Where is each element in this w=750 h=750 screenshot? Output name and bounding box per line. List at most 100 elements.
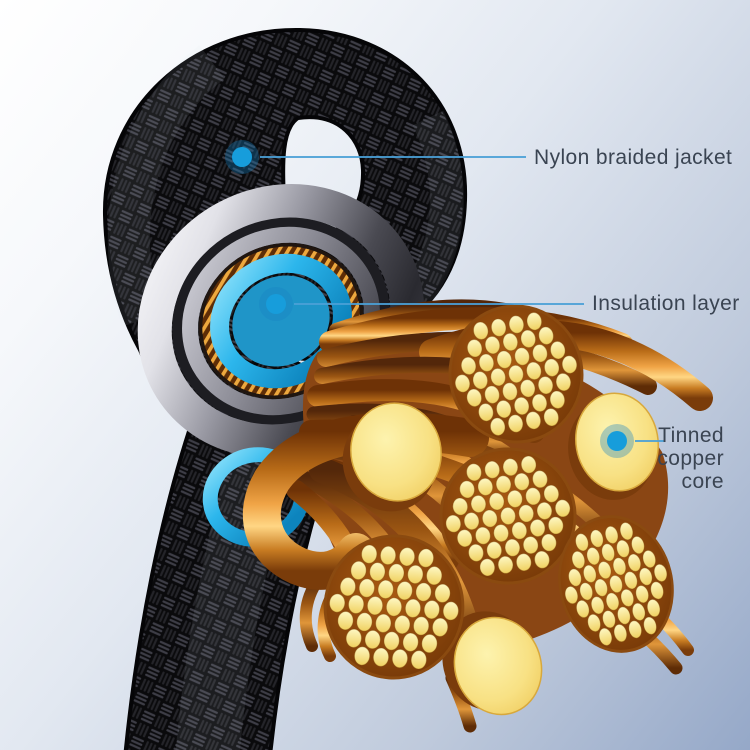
- copper-strand: [564, 585, 579, 605]
- core-callout-label: Tinned copper core: [657, 424, 724, 493]
- copper-strand: [547, 516, 564, 535]
- copper-strand: [484, 460, 501, 479]
- copper-strand: [417, 548, 435, 568]
- copper-strand: [372, 647, 390, 667]
- copper-strand: [434, 583, 451, 604]
- copper-strand: [402, 632, 419, 652]
- copper-strand: [522, 536, 539, 555]
- copper-strand: [375, 613, 392, 633]
- copper-strand: [329, 593, 346, 613]
- copper-strand: [561, 355, 578, 374]
- copper-strand: [543, 407, 560, 427]
- copper-strand: [624, 571, 638, 590]
- copper-strand: [609, 574, 623, 594]
- copper-strand: [616, 539, 630, 558]
- jacket-callout-dot: [232, 147, 252, 167]
- copper-strand: [575, 533, 589, 552]
- copper-strand: [460, 356, 477, 376]
- copper-strand: [466, 339, 483, 358]
- copper-strand: [502, 332, 519, 352]
- copper-strand: [472, 321, 489, 341]
- copper-strand: [356, 612, 373, 632]
- copper-strand: [583, 564, 597, 583]
- copper-strand: [454, 374, 471, 393]
- copper-strand: [526, 312, 543, 331]
- copper-strand: [472, 371, 489, 390]
- copper-strand: [394, 614, 411, 635]
- copper-strand: [604, 525, 619, 545]
- copper-strand: [605, 592, 620, 611]
- copper-strand: [502, 458, 519, 477]
- copper-strand: [478, 403, 494, 422]
- copper-strand: [650, 581, 664, 600]
- copper-strand: [486, 541, 503, 560]
- tinned-core-bottom: [442, 611, 543, 716]
- copper-strand: [426, 566, 443, 586]
- stranded-bundle-bottom-left: [323, 534, 465, 680]
- copper-strand: [537, 375, 554, 395]
- copper-strand: [396, 581, 413, 601]
- copper-strand: [587, 613, 601, 633]
- copper-strand: [385, 597, 403, 617]
- copper-strand: [358, 578, 375, 598]
- copper-strand: [568, 568, 582, 587]
- copper-strand: [594, 578, 608, 597]
- copper-strand: [617, 606, 631, 625]
- copper-strand: [613, 623, 628, 643]
- copper-strand: [590, 529, 604, 548]
- copper-strand: [445, 514, 462, 533]
- stranded-bundle-middle: [439, 447, 577, 585]
- copper-strand: [477, 477, 494, 496]
- copper-strand: [518, 504, 535, 523]
- copper-strand: [540, 533, 557, 552]
- copper-strand: [549, 390, 566, 409]
- copper-strand: [620, 588, 635, 608]
- copper-strand: [466, 388, 483, 408]
- core-callout-line: [635, 440, 665, 442]
- copper-strand: [481, 509, 498, 528]
- copper-strand: [538, 326, 554, 345]
- copper-strand: [463, 512, 480, 531]
- copper-strand: [466, 463, 482, 482]
- copper-strand: [383, 631, 400, 651]
- copper-strand: [532, 470, 548, 489]
- copper-strand: [459, 480, 476, 499]
- insulation-face: [232, 275, 330, 367]
- copper-strand: [639, 567, 653, 586]
- copper-strand: [468, 543, 484, 562]
- copper-strand: [364, 629, 381, 650]
- copper-strand: [506, 489, 523, 508]
- copper-strand: [379, 545, 397, 566]
- copper-strand: [504, 538, 521, 557]
- insulation-callout-dot: [266, 294, 286, 314]
- copper-strand: [495, 475, 512, 494]
- copper-strand: [423, 599, 440, 620]
- copper-strand: [554, 499, 571, 518]
- copper-strand: [635, 585, 649, 604]
- copper-strand: [337, 610, 354, 631]
- copper-strand: [597, 560, 612, 580]
- copper-strand: [586, 547, 601, 566]
- copper-strand: [508, 364, 524, 384]
- copper-strand: [536, 501, 553, 520]
- copper-strand: [497, 555, 514, 574]
- copper-strand: [514, 347, 530, 366]
- copper-strand: [534, 550, 550, 569]
- copper-strand: [508, 315, 525, 334]
- copper-strand: [513, 396, 530, 416]
- copper-strand: [413, 616, 430, 636]
- copper-strand: [631, 535, 645, 555]
- copper-strand: [627, 553, 642, 572]
- copper-strand: [490, 367, 506, 387]
- insulation-callout-line: [294, 303, 584, 305]
- copper-strand: [353, 646, 371, 666]
- copper-strand: [549, 340, 566, 360]
- copper-strand: [500, 506, 516, 526]
- copper-strand: [488, 492, 505, 511]
- copper-strand: [415, 582, 432, 602]
- copper-strand: [543, 358, 560, 377]
- copper-strand: [442, 601, 459, 621]
- copper-strand: [525, 411, 542, 430]
- jacket-callout-line: [260, 156, 526, 158]
